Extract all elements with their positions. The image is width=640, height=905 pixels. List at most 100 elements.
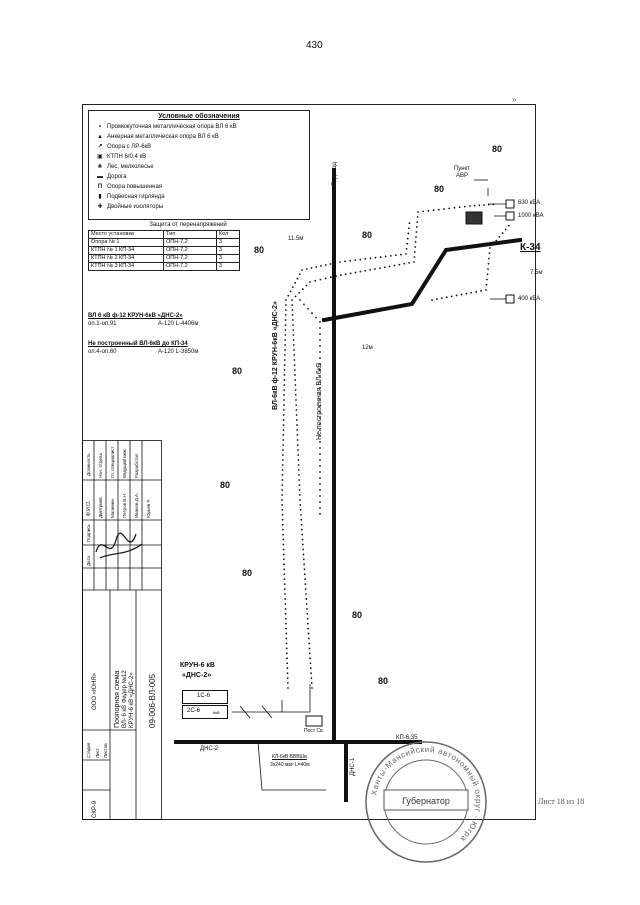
tb-stage: Стадия bbox=[86, 742, 91, 758]
legend-item: ▬Дорога bbox=[93, 174, 127, 181]
line-info-title: Не построенный ВЛ-6кВ до КП-34 bbox=[88, 341, 188, 347]
pole-dot bbox=[489, 247, 491, 249]
tb-name3: КРУН-6 кВ «ДНС-2» bbox=[129, 672, 135, 728]
pole-dot bbox=[486, 278, 488, 281]
pole-dot bbox=[334, 262, 337, 264]
pole-dot bbox=[309, 667, 312, 670]
pole-dot bbox=[440, 297, 443, 300]
pole-dot bbox=[319, 351, 321, 353]
pole-dot bbox=[295, 399, 297, 401]
pole-dot bbox=[483, 204, 485, 206]
pole-dot bbox=[364, 258, 367, 260]
pole-dot bbox=[284, 329, 287, 331]
pole-dot bbox=[308, 642, 311, 645]
tb-col-sign: Подпись bbox=[86, 524, 91, 542]
ktpn-1000-label: 1000 кВА bbox=[518, 213, 544, 219]
pole-dot bbox=[284, 339, 287, 341]
pole-dot bbox=[281, 464, 284, 466]
pole-dot bbox=[303, 573, 306, 576]
pole-dot bbox=[285, 642, 288, 645]
triangle-icon: ▲ bbox=[97, 134, 103, 140]
pole-dot bbox=[374, 256, 377, 259]
pole-dot bbox=[286, 667, 289, 670]
tb-name: Иванов Д.А. bbox=[134, 492, 139, 518]
pole-dot bbox=[292, 329, 295, 331]
pole-dot bbox=[285, 627, 288, 630]
ktpn-630-icon bbox=[505, 199, 515, 209]
pole-dot bbox=[293, 359, 296, 361]
tb-col-date: Дата bbox=[86, 556, 91, 566]
pole-dot bbox=[299, 299, 301, 301]
pole-dot bbox=[465, 292, 468, 295]
pole-dot bbox=[283, 568, 286, 571]
forest-label: 80 bbox=[378, 676, 389, 686]
pole-dot bbox=[319, 369, 321, 371]
pole-dot bbox=[455, 294, 458, 297]
tb-name: Петров В.Н. bbox=[122, 492, 127, 518]
avr-icon bbox=[465, 211, 483, 225]
pole-dot bbox=[291, 286, 294, 289]
pole-dot bbox=[488, 257, 490, 260]
pole-dot bbox=[319, 333, 321, 335]
pole-dot bbox=[485, 289, 487, 291]
pole-dot bbox=[319, 321, 321, 323]
pole-dot bbox=[408, 261, 411, 264]
pole-dot bbox=[295, 414, 298, 416]
pole-dot bbox=[282, 414, 285, 416]
ktpn-630-label: 630 кВА bbox=[518, 200, 541, 206]
pole-dot bbox=[319, 387, 321, 389]
pole-dot bbox=[319, 339, 321, 341]
pole-dot bbox=[284, 334, 287, 336]
pole-dot bbox=[299, 504, 302, 506]
pole-dot bbox=[283, 389, 286, 391]
pole-dot bbox=[294, 379, 297, 381]
page-number: 430 bbox=[306, 40, 323, 51]
legend-item: ▮Подвесная гирлянда bbox=[93, 194, 164, 201]
distance-label: 11.5м bbox=[288, 236, 304, 242]
pole-dot bbox=[291, 319, 294, 321]
pole-dot bbox=[303, 303, 305, 306]
pole-dot bbox=[282, 424, 285, 426]
pole-dot bbox=[282, 409, 285, 411]
insulator-icon: ✚ bbox=[97, 204, 103, 210]
pole-dot bbox=[319, 357, 321, 359]
pole-dot bbox=[287, 687, 289, 689]
pole-dot bbox=[284, 612, 287, 615]
pole-dot bbox=[284, 598, 287, 600]
vl-notbuilt-label: Не построенная ВЛ-6кВ bbox=[316, 362, 323, 440]
pole-dot bbox=[296, 434, 299, 436]
forest-label: 80 bbox=[220, 480, 231, 490]
pole-dot bbox=[293, 349, 295, 351]
switch-icon: ↗ bbox=[97, 144, 103, 150]
legend-item: •Промежуточная металлическая опора ВЛ 6 … bbox=[93, 124, 237, 131]
pole-dot bbox=[315, 266, 318, 268]
tb-code: 09-006-ВЛ-005 bbox=[148, 673, 157, 728]
transformers bbox=[305, 199, 515, 727]
pole-dot bbox=[463, 205, 466, 208]
vl-main-label: ВЛ-6кВ ф-12 КРУН-6кВ «ДНС-2» bbox=[272, 301, 279, 410]
protection-caption: Защита от перенапряжений bbox=[149, 222, 227, 228]
pole-dot bbox=[315, 316, 317, 319]
post-icon bbox=[305, 715, 323, 727]
pole-dot bbox=[406, 242, 409, 245]
pole-dot bbox=[297, 459, 300, 461]
pole-dot bbox=[284, 349, 286, 351]
krun-cell-2: 2С-6 6кВ bbox=[182, 705, 228, 719]
pole-dot bbox=[302, 558, 305, 561]
pole-dot bbox=[297, 464, 300, 466]
tb-name: Юрьев Р. bbox=[146, 499, 151, 518]
pole-dot bbox=[282, 439, 285, 441]
pole-dot bbox=[283, 583, 286, 586]
pole-dot bbox=[281, 508, 284, 511]
pole-dot bbox=[349, 272, 352, 275]
pole-dot bbox=[470, 291, 473, 294]
pole-dot bbox=[281, 489, 284, 491]
road-label: Подъезд bbox=[332, 162, 338, 186]
legend: Условные обозначения •Промежуточная мета… bbox=[88, 110, 310, 220]
pole-dot bbox=[319, 423, 321, 425]
pole-dot bbox=[359, 270, 362, 273]
pole-dot bbox=[294, 384, 297, 386]
pole-dot bbox=[413, 261, 415, 263]
pole-dot bbox=[308, 652, 311, 655]
